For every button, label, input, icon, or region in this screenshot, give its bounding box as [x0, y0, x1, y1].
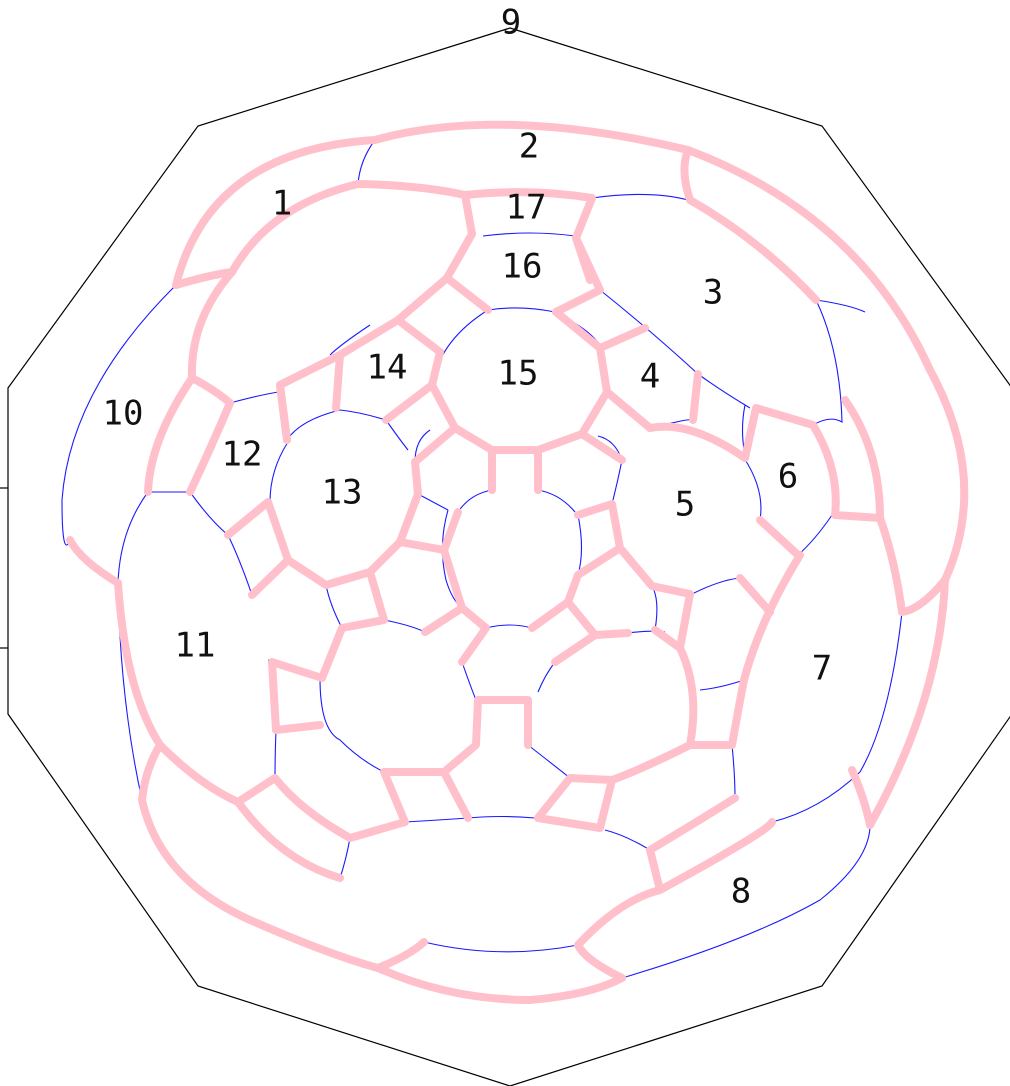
face-label-13: 13: [322, 473, 363, 513]
face-label-10: 10: [103, 394, 144, 434]
face-label-1: 1: [272, 184, 292, 224]
face-label-7: 7: [812, 649, 832, 689]
face-label-4: 4: [640, 357, 660, 397]
face-label-17: 17: [506, 188, 547, 228]
outer-face-label: 9: [501, 3, 521, 43]
face-label-5: 5: [675, 485, 695, 525]
face-label-3: 3: [703, 273, 723, 313]
face-label-12: 12: [222, 435, 263, 475]
face-label-11: 11: [175, 626, 216, 666]
face-labels: 9 1 2 3 4 5 6 7 8 10 11 12 13 14 15 16 1…: [103, 3, 833, 912]
face-label-14: 14: [367, 348, 408, 388]
face-label-16: 16: [502, 247, 543, 287]
face-label-2: 2: [519, 127, 539, 167]
face-label-8: 8: [731, 872, 751, 912]
face-label-6: 6: [778, 457, 798, 497]
face-label-15: 15: [498, 354, 539, 394]
